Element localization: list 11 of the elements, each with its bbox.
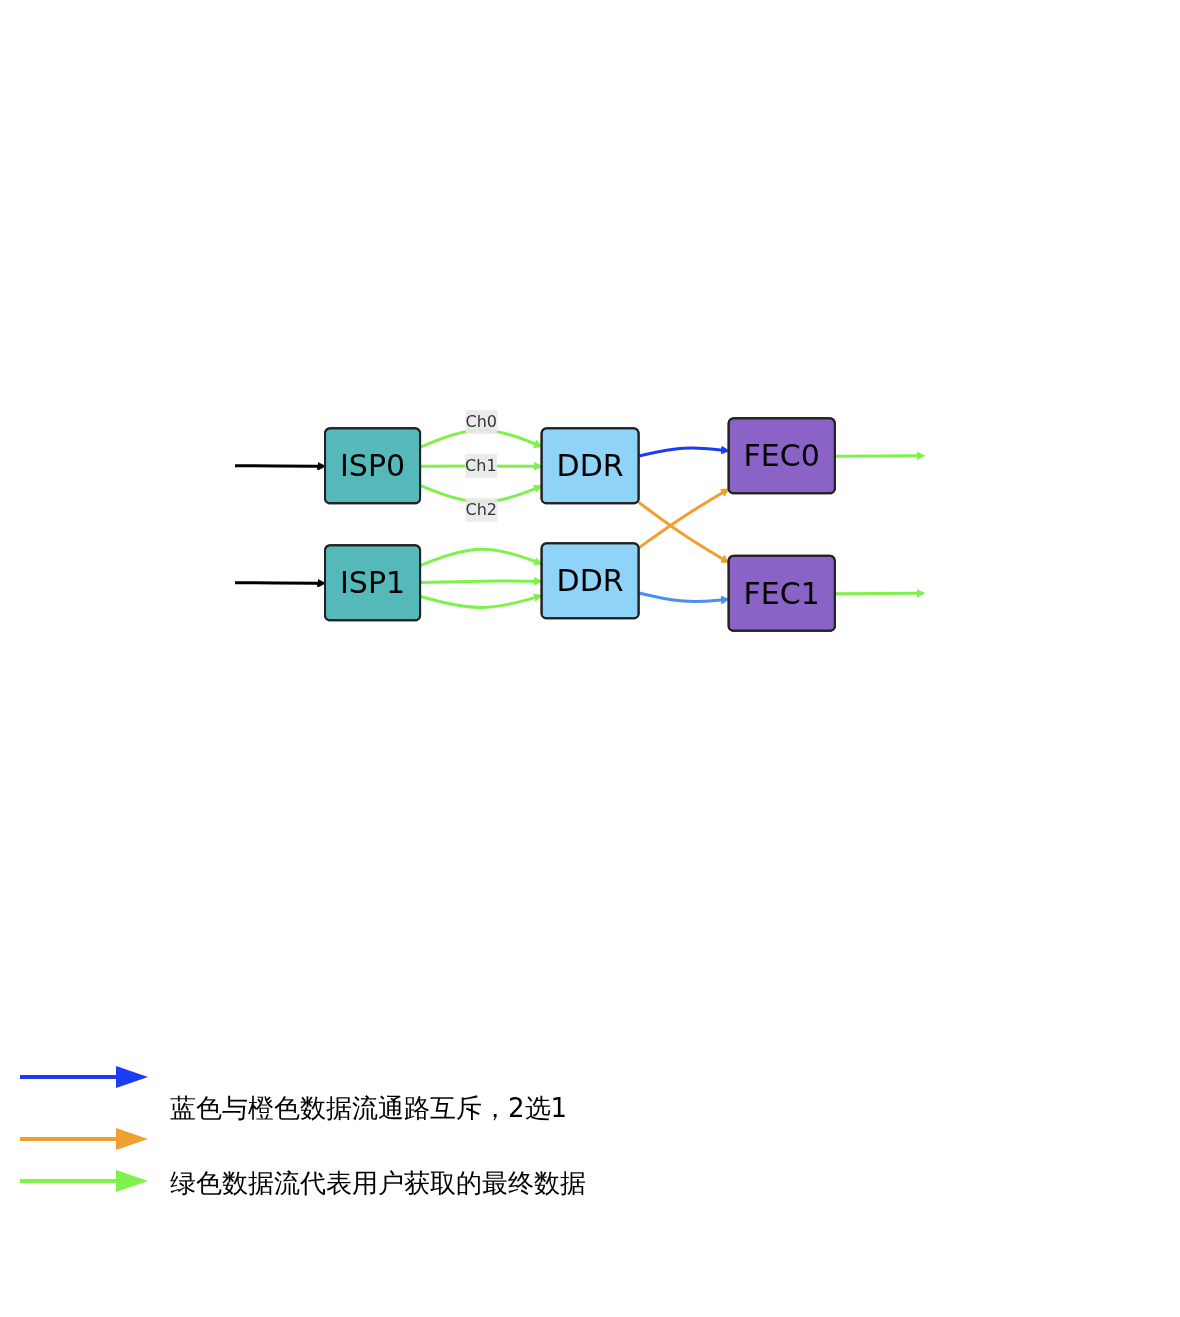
legend-text: 蓝色与橙色数据流通路互斥，2选1 xyxy=(170,1091,568,1125)
edge-label: Ch1 xyxy=(465,455,497,475)
arrow xyxy=(637,500,730,563)
edge-label: Ch0 xyxy=(465,411,498,431)
arrow xyxy=(835,451,926,460)
arrow xyxy=(638,488,730,549)
arrow xyxy=(235,461,326,471)
arrow xyxy=(235,578,326,588)
legend-text: 绿色数据流代表用户获取的最终数据 xyxy=(170,1167,586,1200)
arrow xyxy=(835,588,926,598)
edge-label: Ch2 xyxy=(465,499,498,519)
